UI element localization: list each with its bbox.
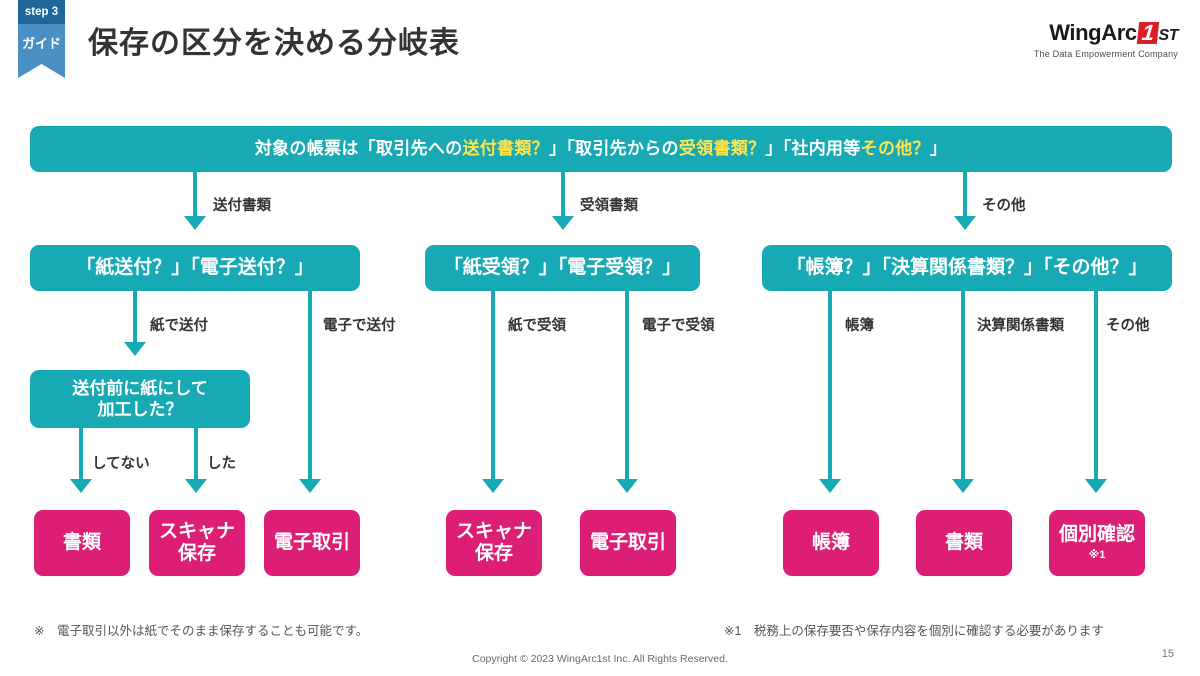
result-box: 書類 — [916, 510, 1012, 576]
result-label: 電子取引 — [589, 531, 666, 553]
edge-label-denshi-soufu: 電子で送付 — [323, 318, 396, 334]
connector-col3-chobo — [828, 291, 832, 481]
edge-label-sonota-2: その他 — [1106, 318, 1150, 334]
result-label: スキャナ — [455, 520, 532, 542]
highlight-sonota: その他？ — [860, 139, 930, 159]
result-label: 帳簿 — [811, 531, 850, 553]
page-title: 保存の区分を決める分岐表 — [88, 27, 460, 60]
edge-label-kami-juryo: 紙で受領 — [508, 318, 566, 334]
question-box-sonota: 「帳簿？」「決算関係書類？」「その他？」 — [762, 245, 1172, 291]
logo-prefix-text: WingArc — [1049, 20, 1137, 45]
result-label-2: 保存 — [474, 543, 513, 564]
footnote-right: ※1 税務上の保存要否や保存内容を個別に確認する必要があります — [724, 624, 1104, 638]
result-box: スキャナ 保存 — [446, 510, 542, 576]
result-box: 個別確認 ※1 — [1049, 510, 1145, 576]
edge-label-sonota: その他 — [982, 198, 1026, 214]
connector-root-col1 — [193, 172, 197, 218]
footnote-left: ※ 電子取引以外は紙でそのまま保存することも可能です。 — [34, 624, 369, 638]
root-question-box: 対象の帳票は「取引先への送付書類？」「取引先からの受領書類？」「社内用等その他？… — [30, 126, 1172, 172]
connector-col3-sonota — [1094, 291, 1098, 481]
arrow-col1-electronic — [299, 479, 321, 493]
edge-label-denshi-juryo: 電子で受領 — [642, 318, 715, 334]
logo-st-text: ST — [1158, 27, 1179, 44]
result-box: スキャナ 保存 — [149, 510, 245, 576]
edge-label-kessan: 決算関係書類 — [977, 318, 1064, 334]
connector-sub-no — [79, 428, 83, 481]
logo-one-box: 1 — [1136, 20, 1159, 45]
edge-label-shita: した — [207, 456, 236, 472]
result-label-2: 保存 — [177, 543, 216, 564]
edge-label-juryo: 受領書類 — [580, 198, 638, 214]
arrow-col3-chobo — [819, 479, 841, 493]
sub-question-box: 送付前に紙にして加工した？ — [30, 370, 250, 428]
arrow-sub-yes — [185, 479, 207, 493]
connector-root-col3 — [963, 172, 967, 218]
result-box: 帳簿 — [783, 510, 879, 576]
copyright-text: Copyright © 2023 WingArc1st Inc. All Rig… — [472, 653, 728, 665]
result-footnote-marker: ※1 — [1088, 548, 1106, 561]
arrow-sub-no — [70, 479, 92, 493]
root-question-text: 対象の帳票は「取引先への送付書類？」「取引先からの受領書類？」「社内用等その他？… — [254, 139, 948, 159]
edge-label-soufu: 送付書類 — [213, 198, 271, 214]
arrow-root-col1 — [184, 216, 206, 230]
result-label: 書類 — [944, 531, 983, 553]
connector-col2-electronic — [625, 291, 629, 481]
question-box-juryo: 「紙受領？」「電子受領？」 — [425, 245, 700, 291]
result-box: 書類 — [34, 510, 130, 576]
ribbon-step-label: step 3 — [18, 0, 65, 24]
connector-sub-yes — [194, 428, 198, 481]
arrow-col1-paper — [124, 342, 146, 356]
result-label: 個別確認 — [1058, 524, 1135, 546]
sub-question-text: 送付前に紙にして加工した？ — [72, 378, 208, 419]
result-label: スキャナ — [158, 520, 235, 542]
edge-label-chobo: 帳簿 — [845, 318, 874, 334]
highlight-juryo: 受領書類？ — [678, 139, 766, 159]
connector-col1-electronic — [308, 291, 312, 481]
edge-label-shitenai: してない — [92, 456, 150, 472]
highlight-soufu: 送付書類？ — [462, 139, 549, 159]
connector-col1-paper — [133, 291, 137, 344]
connector-col2-paper — [491, 291, 495, 481]
logo-tagline: The Data Empowerment Company — [1033, 49, 1178, 59]
arrow-root-col2 — [552, 216, 574, 230]
arrow-col2-paper — [482, 479, 504, 493]
result-label: 電子取引 — [273, 531, 350, 553]
arrow-col3-kessan — [952, 479, 974, 493]
page-number: 15 — [1161, 648, 1174, 660]
question-box-soufu: 「紙送付？」「電子送付？」 — [30, 245, 360, 291]
ribbon-guide-label: ガイド — [18, 24, 65, 78]
result-box: 電子取引 — [264, 510, 360, 576]
arrow-root-col3 — [954, 216, 976, 230]
result-box: 電子取引 — [580, 510, 676, 576]
edge-label-kami-soufu: 紙で送付 — [150, 318, 208, 334]
connector-root-col2 — [561, 172, 565, 218]
connector-col3-kessan — [961, 291, 965, 481]
step-ribbon-badge: step 3 ガイド — [18, 0, 65, 78]
result-label: 書類 — [62, 531, 101, 553]
arrow-col2-electronic — [616, 479, 638, 493]
arrow-col3-sonota — [1085, 479, 1107, 493]
